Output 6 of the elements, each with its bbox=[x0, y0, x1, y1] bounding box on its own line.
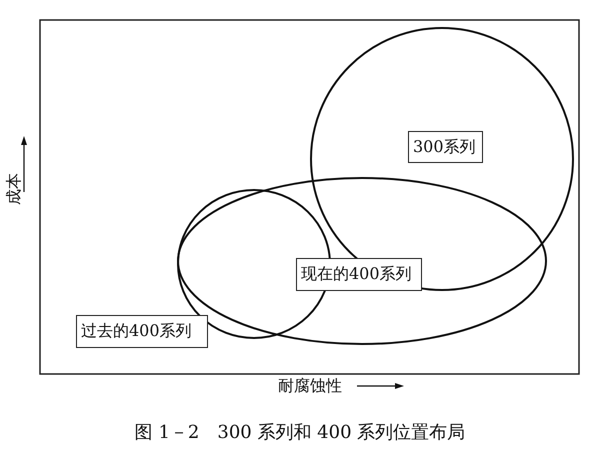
series-label: 现在的400系列 bbox=[296, 258, 422, 291]
axis-label: 成本 bbox=[4, 173, 24, 205]
axis-label: 耐腐蚀性 bbox=[278, 375, 342, 397]
series-label: 300系列 bbox=[408, 131, 483, 163]
series-label: 过去的400系列 bbox=[76, 315, 208, 348]
figure-caption: 图 1－2 300 系列和 400 系列位置布局 bbox=[134, 421, 466, 444]
